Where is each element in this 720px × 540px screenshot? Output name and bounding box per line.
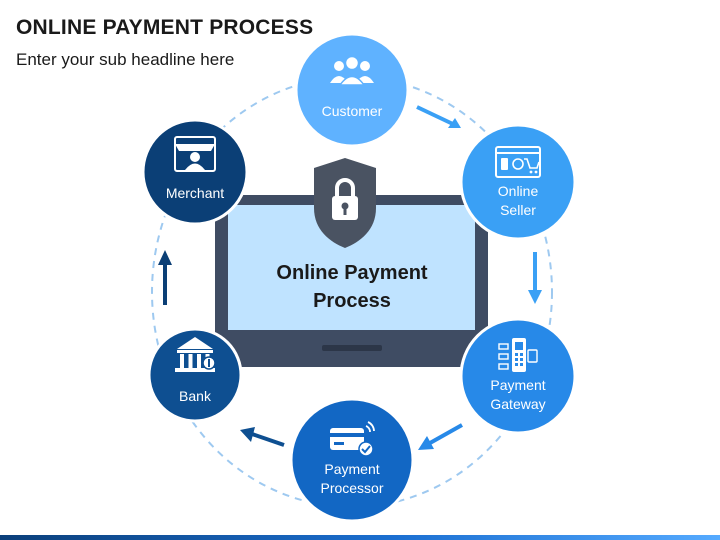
arrow-head-seller-to-gateway <box>528 290 542 304</box>
node-circle-online-seller <box>459 123 577 241</box>
credit-card-contactless-icon <box>330 421 375 457</box>
arrow-processor-to-bank <box>251 432 285 447</box>
node-circle-bank <box>147 327 243 423</box>
page-subtitle: Enter your sub headline here <box>16 50 235 69</box>
node-customer: Customer <box>294 32 410 148</box>
node-label-payment-processor-line-2: Processor <box>320 480 383 496</box>
cycle-nodes: CustomerOnlineSellerPaymentGatewayPaymen… <box>141 32 577 523</box>
arrow-head-customer-to-seller <box>448 118 461 128</box>
arrow-customer-to-seller <box>416 105 456 127</box>
arrow-head-bank-to-merchant <box>158 250 172 265</box>
node-label-customer-line-1: Customer <box>322 103 383 119</box>
node-label-online-seller-line-2: Seller <box>500 202 536 218</box>
node-merchant: Merchant <box>141 118 249 226</box>
node-circle-payment-processor <box>289 397 415 523</box>
arrow-head-processor-to-bank <box>240 427 255 442</box>
center-title-line-1: Online Payment <box>276 262 427 284</box>
node-label-payment-processor-line-1: Payment <box>324 461 379 477</box>
laptop-base <box>205 345 498 367</box>
laptop-illustration <box>205 195 498 367</box>
laptop-notch <box>322 345 382 351</box>
node-label-merchant-line-1: Merchant <box>166 185 224 201</box>
node-circle-customer <box>294 32 410 148</box>
merchant-shop-icon <box>174 136 216 172</box>
padlock-shield-icon <box>314 158 376 248</box>
node-label-payment-gateway-line-2: Gateway <box>490 396 545 412</box>
page-title: ONLINE PAYMENT PROCESS <box>16 16 314 39</box>
center-title-line-2: Process <box>313 290 391 312</box>
node-label-bank-line-1: Bank <box>179 388 212 404</box>
node-label-online-seller-line-1: Online <box>498 183 539 199</box>
node-label-payment-gateway-line-1: Payment <box>490 377 545 393</box>
arrow-gateway-to-processor <box>429 423 463 445</box>
arrow-head-gateway-to-processor <box>418 436 434 450</box>
flow-arrows <box>158 105 542 450</box>
footer-bar <box>0 535 720 540</box>
bank-building-icon <box>175 337 216 372</box>
customer-group-icon <box>330 55 374 86</box>
online-store-icon <box>495 146 541 178</box>
node-bank: Bank <box>147 327 243 423</box>
node-circle-payment-gateway <box>459 317 577 435</box>
payment-terminal-icon <box>498 338 538 372</box>
